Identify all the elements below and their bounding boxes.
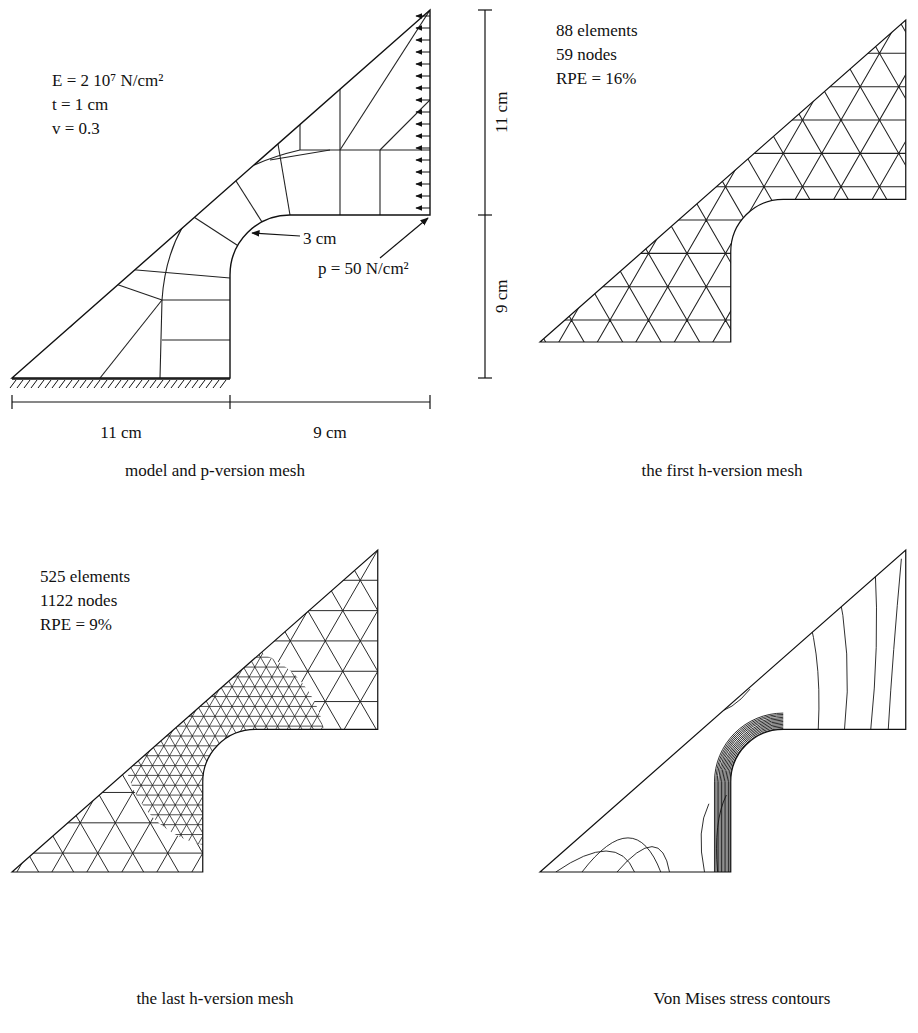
pressure-arrow [416,172,430,173]
plate-outline [12,550,378,872]
annotation-label: RPE = 16% [556,70,636,89]
plate-outline [540,550,906,872]
mesh-line [100,300,162,378]
mesh-line [299,95,300,150]
annotation-label: E = 2 10⁷ N/cm² [52,72,163,91]
pressure-arrow [416,40,430,41]
annotation-label: RPE = 9% [40,616,112,635]
panel-caption: the last h-version mesh [136,990,293,1009]
mesh-line [205,140,210,165]
panel-caption: Von Mises stress contours [654,990,831,1009]
p-mesh [70,10,430,378]
contour-lines [556,559,902,872]
annotation-label: 3 cm [303,230,337,249]
mesh-line [160,195,240,247]
pressure-arrow [416,112,430,113]
annotation-label: 1122 nodes [40,592,117,611]
pressure-arrow [416,100,430,101]
annotation-label: 88 elements [556,22,638,41]
pressure-arrow [416,88,430,89]
pressure-arrow [416,148,430,149]
mesh-line [340,10,430,150]
annotation-label: 9 cm [494,279,513,313]
fixed-support-hatch [10,380,226,388]
mesh-lines [19,20,918,344]
annotation-label: v = 0.3 [52,120,100,139]
mesh-line [162,299,230,300]
mesh-line [380,100,430,150]
plate-outline [540,20,906,342]
plate-outline [12,10,430,378]
mesh-lines [0,638,671,857]
pressure-arrow [416,160,430,161]
pressure-arrow [416,184,430,185]
mesh-curve [160,150,430,378]
mesh-line [270,150,330,160]
pressure-arrow [416,16,430,17]
pressure-arrow [416,208,430,209]
annotation-label: 9 cm [313,424,347,443]
annotation-label: p = 50 N/cm² [318,260,409,279]
mesh-line [70,269,125,327]
pressure-arrow [416,196,430,197]
mesh-line [125,269,230,278]
pressure-arrow [416,76,430,77]
stress-contours [556,559,902,872]
pressure-arrow [416,124,430,125]
mesh-lines [0,550,880,874]
mesh-line [162,339,230,340]
pressure-arrow [416,52,430,53]
annotation-label: 11 cm [100,424,141,443]
pressure-arrow [416,136,430,137]
support-line [12,378,230,379]
annotation-label: t = 1 cm [52,96,108,115]
annotation-label: 525 elements [40,568,130,587]
mesh-line [379,150,380,215]
pressure-arrow [416,64,430,65]
annotation-label: 59 nodes [556,46,617,65]
pressure-arrow [416,28,430,29]
panel-caption: model and p-version mesh [125,462,305,481]
mesh-line [95,230,140,286]
panel-caption: the first h-version mesh [642,462,803,481]
annotation-label: 11 cm [494,91,513,132]
mesh-line [339,40,340,215]
